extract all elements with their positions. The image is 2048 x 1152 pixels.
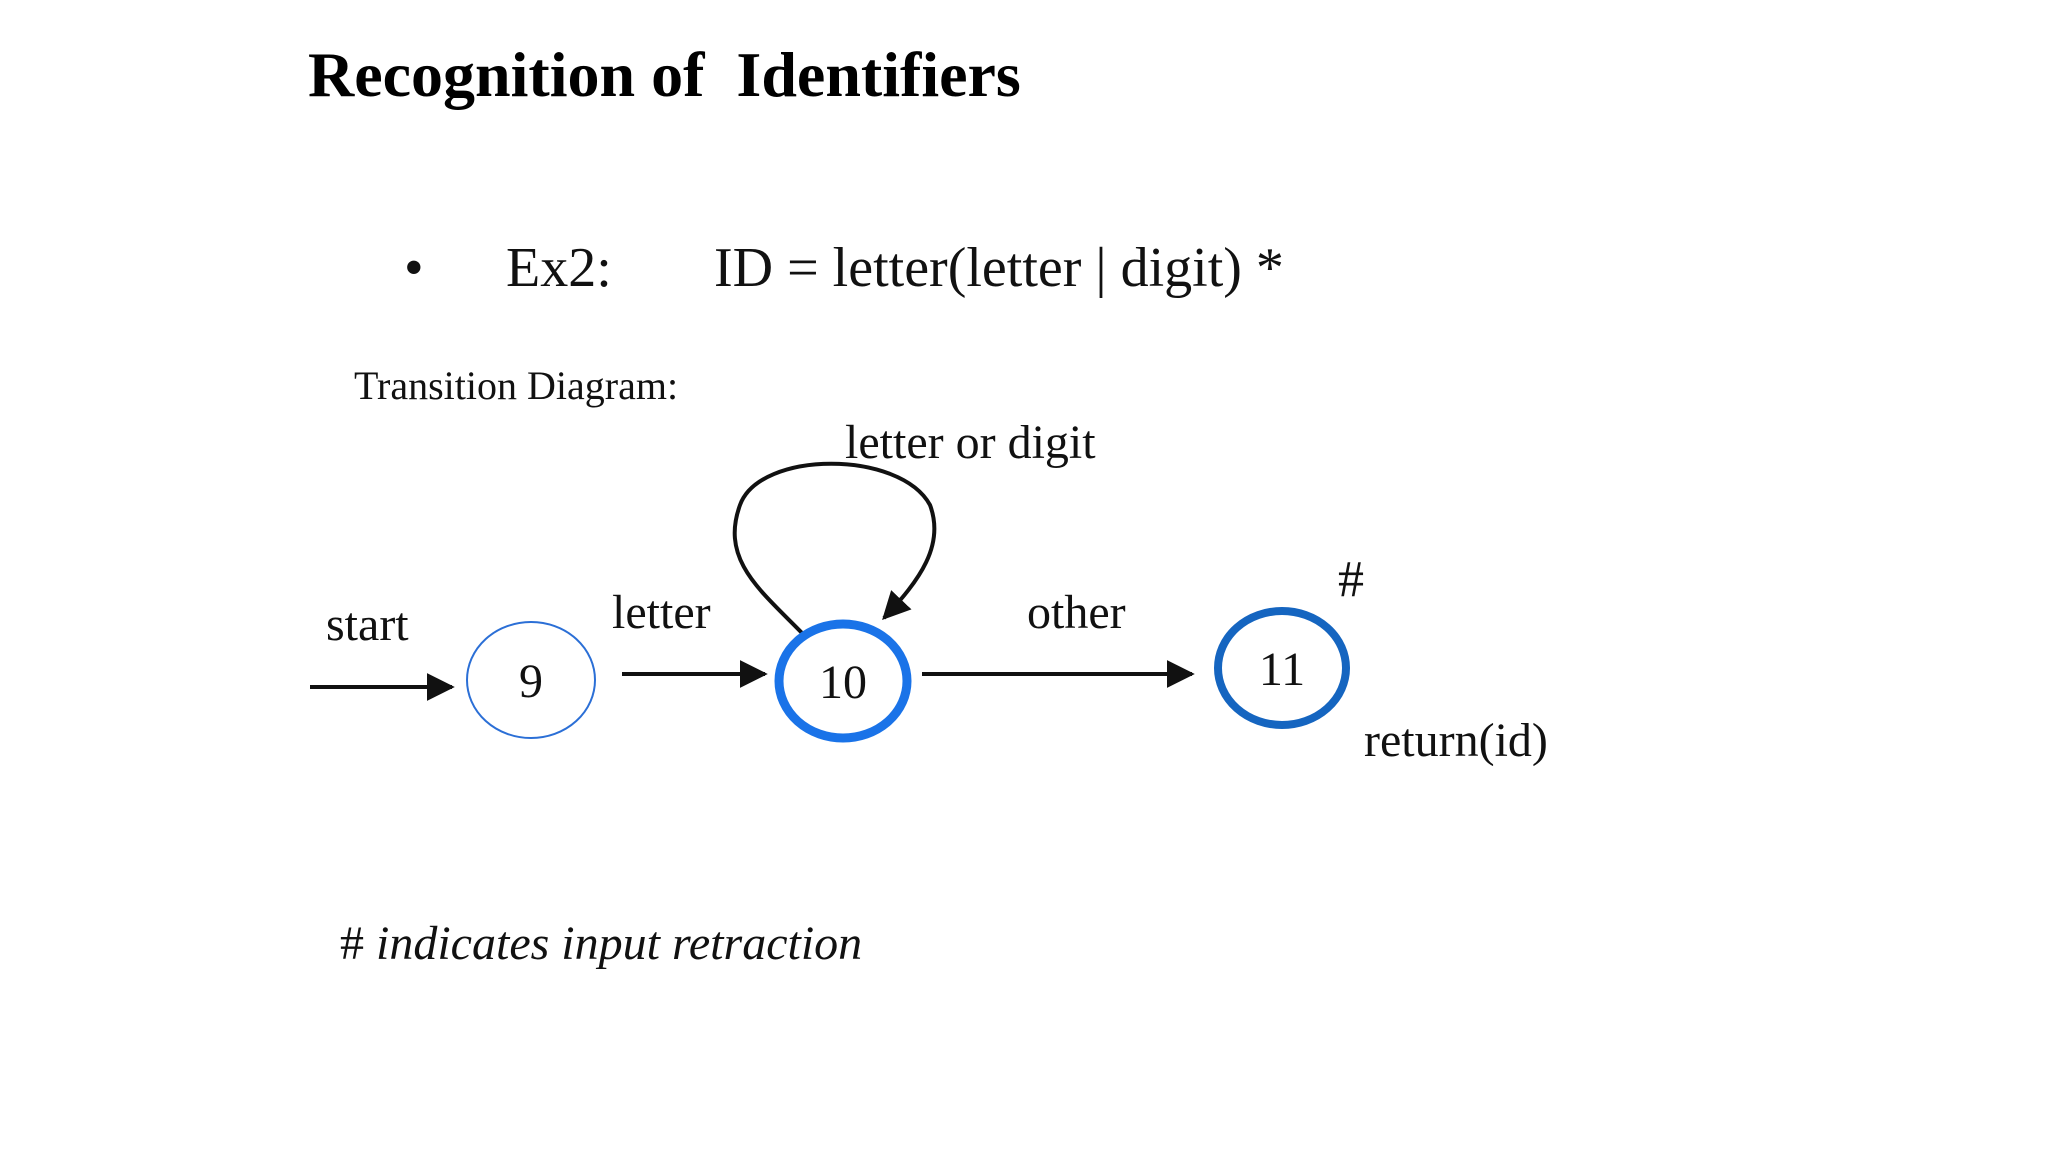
state-11: 11 xyxy=(1214,607,1350,729)
state-9: 9 xyxy=(466,621,596,739)
self-loop-arrow xyxy=(732,461,937,636)
state-9-label: 9 xyxy=(519,655,543,708)
transition-10-11-label: other xyxy=(1027,586,1126,639)
state-10-circle xyxy=(774,619,912,743)
note-symbol: # xyxy=(340,917,364,970)
retraction-note: # indicates input retraction xyxy=(340,916,862,971)
bullet-marker: • xyxy=(404,237,424,299)
final-action-label: return(id) xyxy=(1364,714,1548,767)
state-11-label: 11 xyxy=(1259,643,1305,696)
bullet-item: • Ex2: ID = letter(letter | digit) * xyxy=(0,228,2048,308)
diagram-caption: Transition Diagram: xyxy=(354,363,679,408)
transition-9-10-label: letter xyxy=(612,586,711,639)
state-10: 10 xyxy=(774,619,912,743)
slide-title: Recognition of Identifiers xyxy=(308,39,1021,110)
bullet-label: Ex2: xyxy=(506,237,612,299)
self-loop-label: letter or digit xyxy=(845,416,1096,469)
state-10-label: 10 xyxy=(819,656,867,709)
state-11-circle xyxy=(1214,607,1350,729)
note-text: indicates input retraction xyxy=(376,917,863,970)
start-label: start xyxy=(326,598,409,651)
retraction-mark: # xyxy=(1338,551,1364,608)
regex-expression: ID = letter(letter | digit) * xyxy=(714,237,1284,299)
state-9-circle xyxy=(466,621,596,739)
